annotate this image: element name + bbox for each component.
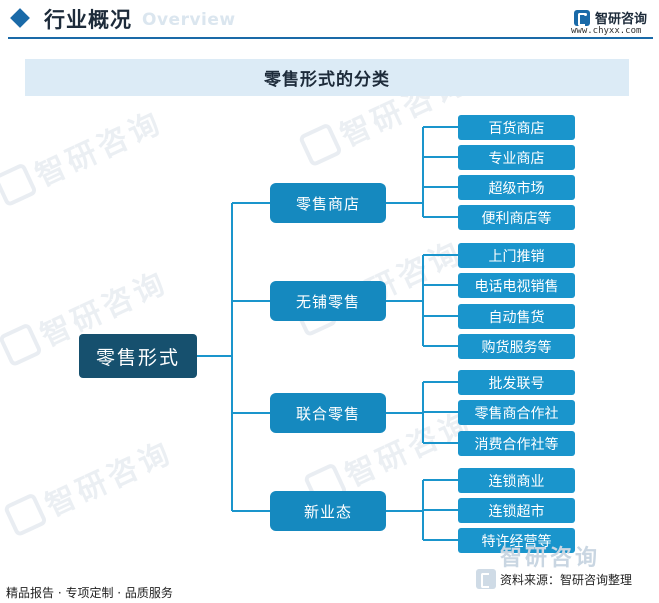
section-subtitle: Overview xyxy=(142,10,236,30)
brand-logo-icon xyxy=(574,9,590,26)
leaf-node: 电话电视销售 xyxy=(458,273,575,298)
leaf-node: 超级市场 xyxy=(458,175,575,200)
leaf-node: 连锁商业 xyxy=(458,468,575,493)
footer-source: 资料来源：智研咨询整理 xyxy=(476,569,632,589)
brand-name: 智研咨询 xyxy=(595,12,648,27)
leaf-node: 购货服务等 xyxy=(458,334,575,359)
source-logo-icon xyxy=(476,569,496,589)
footer-slogan: 精品报告 · 专项定制 · 品质服务 xyxy=(6,586,173,600)
brand-url: www.chyxx.com xyxy=(571,26,642,36)
leaf-node: 批发联号 xyxy=(458,370,575,395)
category-node: 新业态 xyxy=(270,491,386,531)
leaf-node: 零售商合作社 xyxy=(458,400,575,425)
leaf-node: 消费合作社等 xyxy=(458,431,575,456)
diagram-title: 零售形式的分类 xyxy=(25,59,629,96)
footer-source-text: 资料来源：智研咨询整理 xyxy=(500,572,633,587)
leaf-node: 便利商店等 xyxy=(458,205,575,230)
root-node: 零售形式 xyxy=(79,334,197,378)
leaf-node: 连锁超市 xyxy=(458,498,575,523)
leaf-node: 专业商店 xyxy=(458,145,575,170)
header-divider xyxy=(8,37,653,39)
category-node: 无铺零售 xyxy=(270,281,386,321)
leaf-node: 自动售货 xyxy=(458,304,575,329)
category-node: 零售商店 xyxy=(270,183,386,223)
leaf-node: 上门推销 xyxy=(458,243,575,268)
leaf-node: 百货商店 xyxy=(458,115,575,140)
leaf-node: 特许经营等 xyxy=(458,528,575,553)
footer-watermark: 智研咨询 xyxy=(500,546,601,571)
category-node: 联合零售 xyxy=(270,393,386,433)
section-title: 行业概况 xyxy=(44,8,132,32)
brand-logo: 智研咨询 xyxy=(574,8,647,27)
